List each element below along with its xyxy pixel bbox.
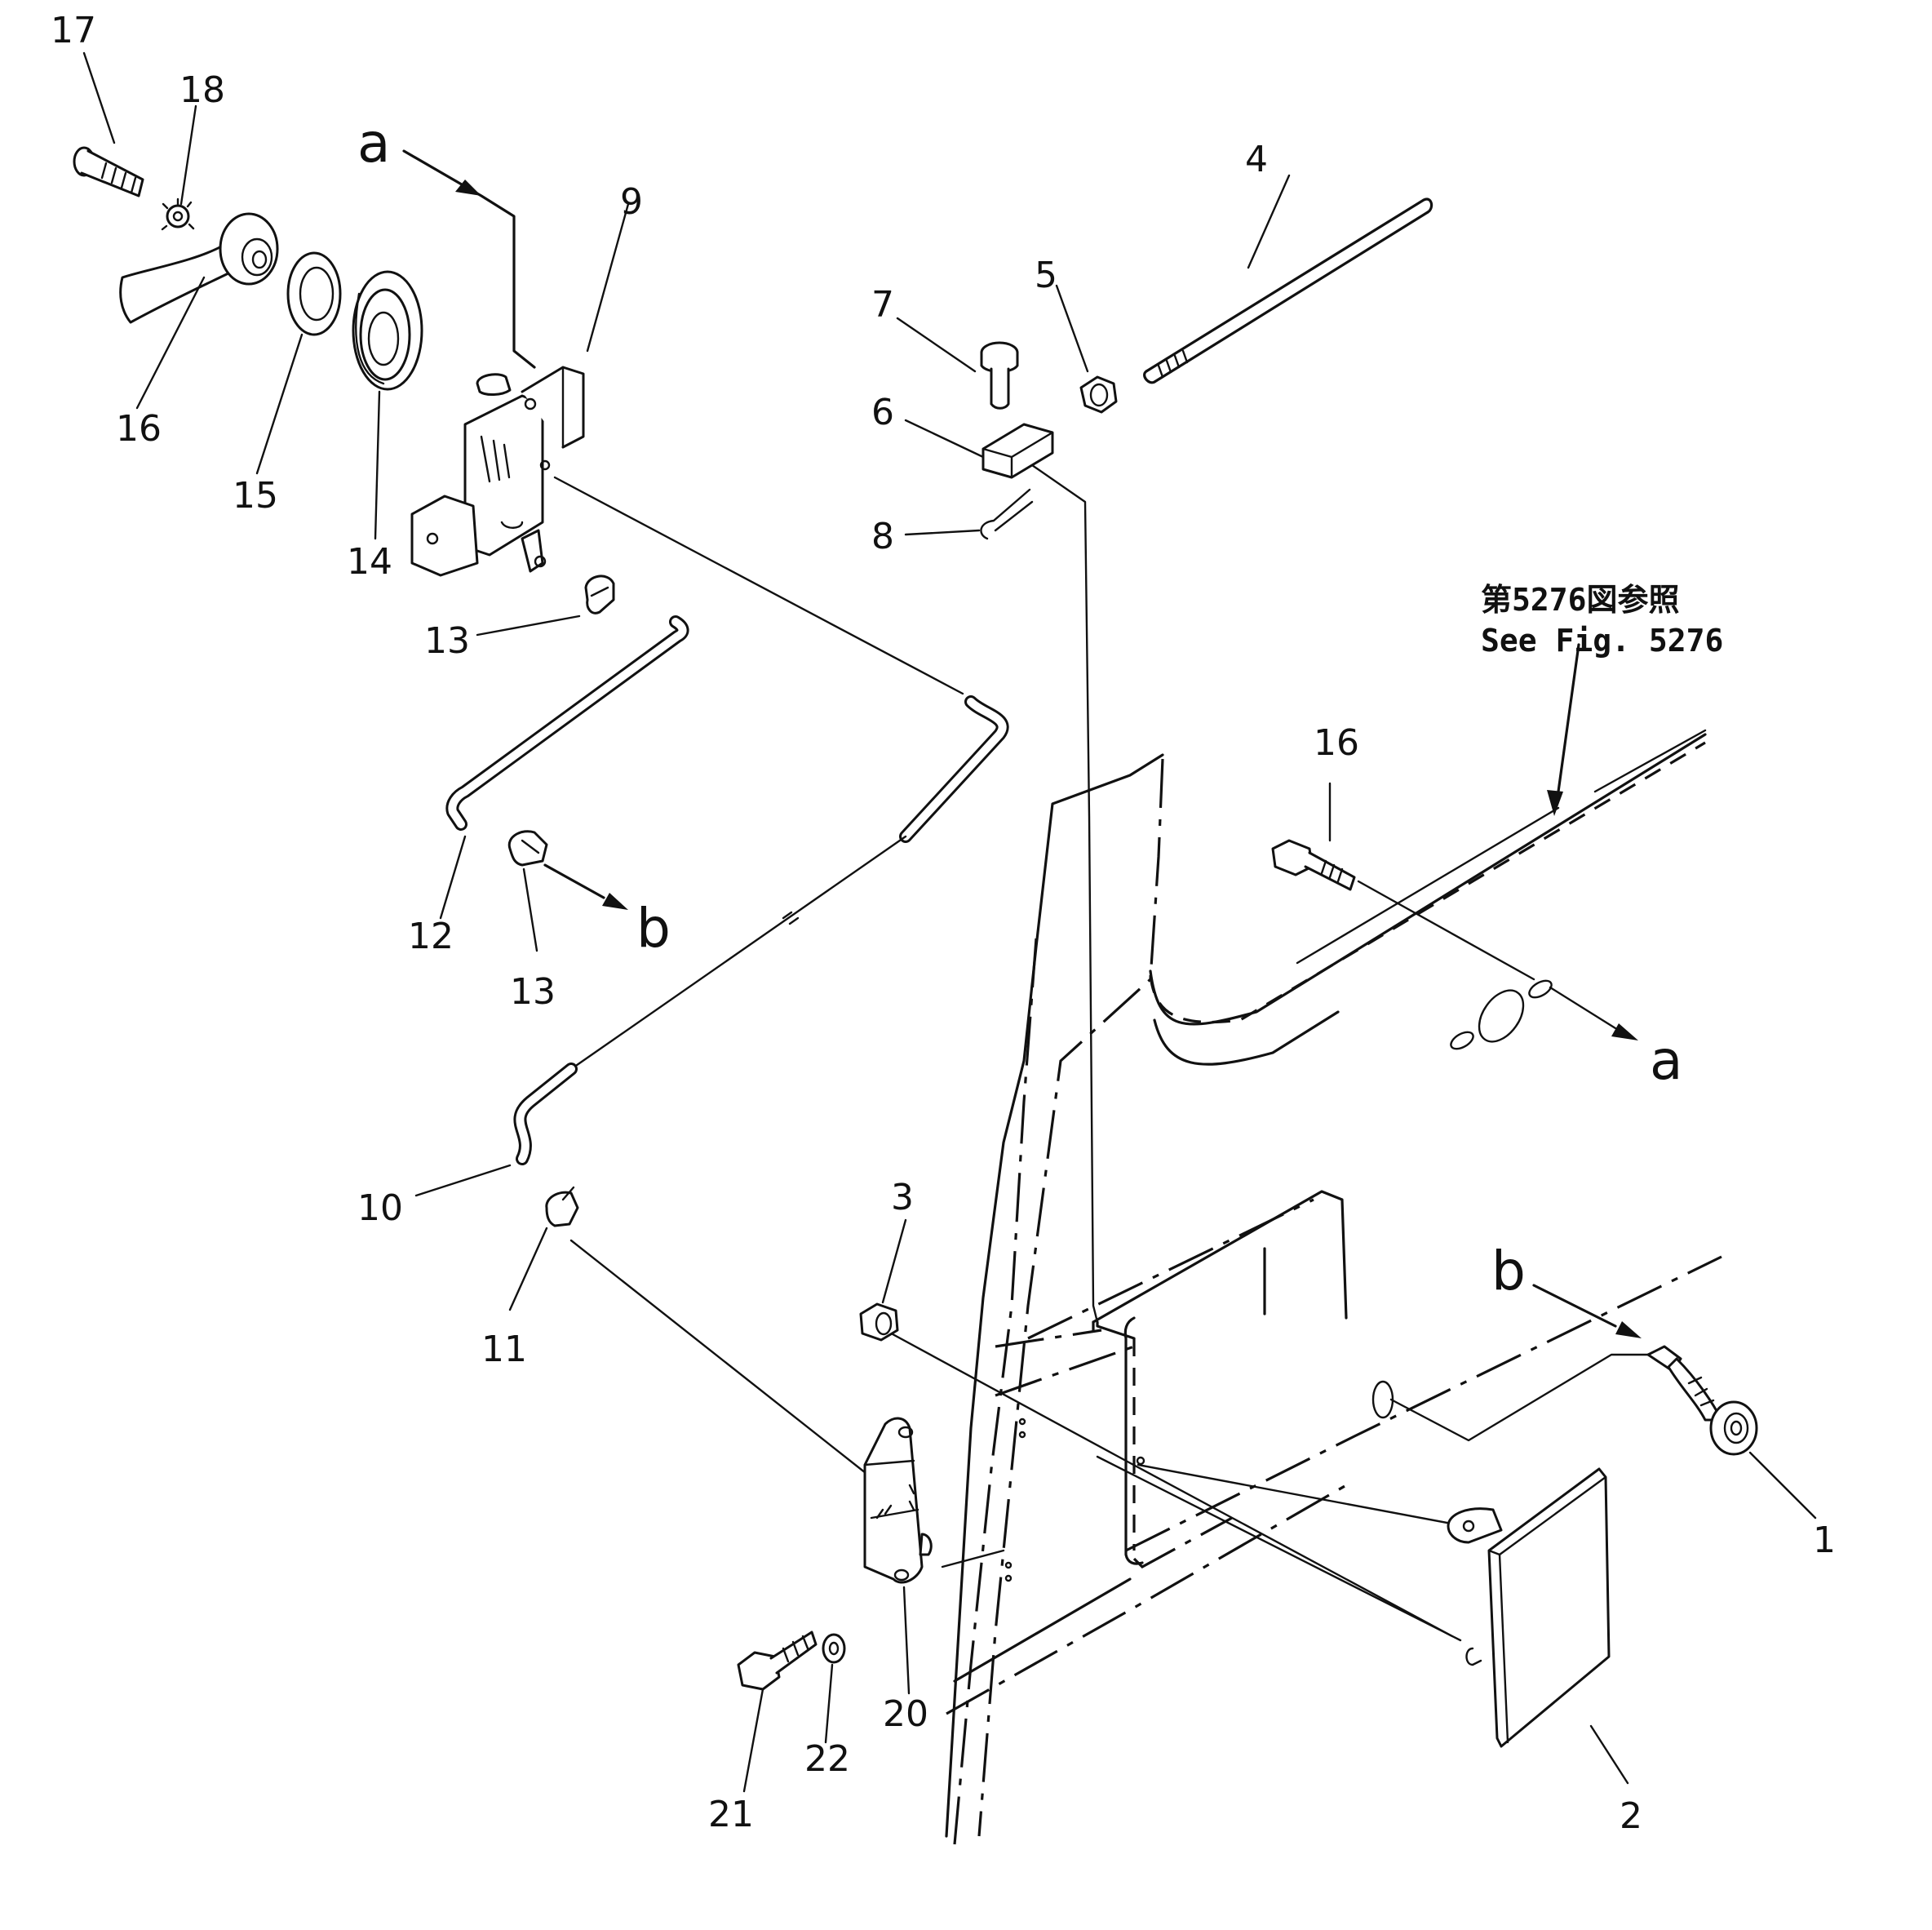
part-21-bolt: [737, 1631, 818, 1691]
part-6-block: [982, 423, 1054, 479]
leader-lines: [82, 51, 1817, 1793]
part-2-lamp: [1447, 1467, 1611, 1748]
label-2: 2: [1620, 1795, 1642, 1837]
label-13-lower: 13: [510, 971, 556, 1013]
assembly-lines: [402, 149, 1707, 1642]
label-14: 16: [1314, 722, 1359, 764]
label-21: 21: [708, 1794, 754, 1835]
part-3-nut: [859, 1302, 899, 1342]
label-22: 22: [804, 1738, 850, 1780]
ref-a-right: a: [1650, 1029, 1682, 1092]
part-20-switch: [863, 1417, 933, 1584]
part-19-lockwasher: [161, 197, 195, 231]
label-16: 15: [233, 475, 278, 517]
part-14-bolt: [1271, 839, 1356, 891]
label-15: 14: [347, 541, 392, 583]
see-fig-japanese: 第5276図参照: [1481, 582, 1680, 618]
label-10: 10: [357, 1187, 403, 1229]
label-5: 5: [1035, 255, 1057, 296]
body-panel-outline: [945, 733, 1722, 1845]
reference-letters: a a b b: [357, 112, 1682, 1302]
arrow-head-see-fig: [1547, 790, 1563, 816]
part-18-screw: [73, 146, 144, 197]
part-17-handle: [119, 212, 279, 324]
label-3: 3: [891, 1177, 914, 1218]
part-7-pin: [980, 341, 1019, 410]
part-1-connector: [1371, 1345, 1758, 1456]
part-number-labels: 17 18 16 15 14 9 13 12 13 10 11 4 5 7 6 …: [51, 10, 1836, 1837]
label-20: 20: [883, 1693, 928, 1735]
see-figure-note: 第5276図参照 See Fig. 5276: [1481, 582, 1723, 659]
part-22-washer: [822, 1633, 846, 1664]
part-10-rod: [513, 695, 1009, 1165]
ref-a-top: a: [357, 112, 390, 175]
part-12-rod: [445, 615, 689, 831]
label-18: 17: [51, 10, 96, 51]
part-11-clip: [545, 1186, 579, 1227]
label-1: 1: [1813, 1520, 1836, 1561]
part-5-nut: [1079, 375, 1118, 414]
label-17: 16: [116, 408, 162, 450]
label-8: 8: [871, 516, 894, 557]
ref-b-right: b: [1491, 1240, 1526, 1302]
arrow-head-b-left: [602, 893, 628, 910]
label-19: 18: [179, 69, 225, 111]
part-15-boot: [352, 270, 423, 391]
arrow-head-a-top: [455, 180, 481, 196]
part-16-washer: [286, 251, 342, 336]
grommet-holes: [1450, 979, 1553, 1050]
label-6: 6: [871, 392, 894, 433]
part-4-rod: [1143, 197, 1433, 384]
label-12: 12: [408, 916, 454, 957]
part-13-clip-upper: [584, 575, 615, 614]
ref-b-left: b: [636, 897, 671, 960]
arrow-head-b-right: [1615, 1321, 1642, 1338]
label-9: 9: [620, 181, 643, 223]
label-13-upper: 13: [424, 620, 470, 662]
part-13-clip-lower: [507, 830, 548, 867]
part-9-lock: [410, 366, 585, 577]
label-7: 7: [871, 284, 894, 326]
arrow-head-a-right: [1611, 1023, 1638, 1040]
part-8-clip: [980, 488, 1034, 540]
label-4: 4: [1245, 139, 1268, 180]
label-11: 11: [481, 1329, 527, 1370]
see-fig-english: See Fig. 5276: [1481, 623, 1723, 659]
